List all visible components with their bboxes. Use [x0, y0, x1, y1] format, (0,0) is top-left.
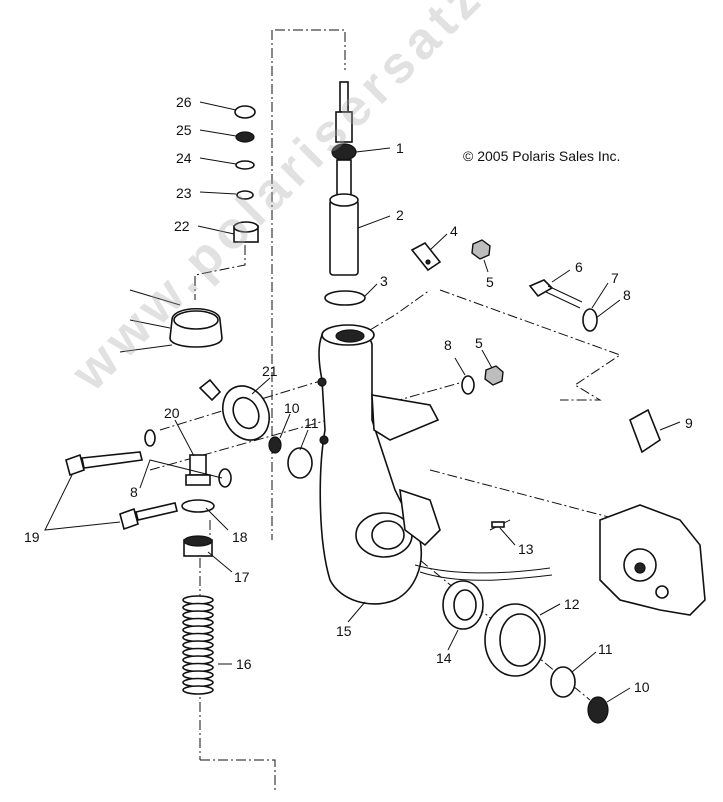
callout-12: 12: [564, 596, 580, 612]
callout-7: 7: [611, 270, 619, 286]
callout-25: 25: [176, 122, 192, 138]
callout-26: 26: [176, 94, 192, 110]
washer-24: [235, 160, 255, 170]
washer-8-right: [218, 468, 232, 488]
nut-lower: [484, 365, 504, 386]
brake-caliper: [599, 504, 706, 616]
callouts: 1 2 3 4 5 5 6 7 8 8 8 9 10 10 11 11 12 1…: [24, 94, 693, 695]
callout-24: 24: [176, 150, 192, 166]
bearing-21-inner: [232, 396, 260, 430]
callout-8-left: 8: [130, 484, 138, 500]
callout-5-lower: 5: [475, 335, 483, 351]
brake-pad: [629, 408, 661, 454]
callout-8-mid: 8: [444, 337, 452, 353]
steering-knuckle: [317, 324, 441, 605]
callout-6: 6: [575, 259, 583, 275]
cap-26: [234, 105, 256, 119]
bearing-cup-inner: [453, 589, 477, 621]
hub-bearing: [484, 603, 546, 677]
sensor-wire: [414, 519, 553, 581]
callout-17: 17: [234, 569, 250, 585]
clip-bracket: [410, 241, 442, 272]
spring-coil: [182, 685, 214, 695]
flange-18: [181, 499, 215, 513]
callout-22: 22: [174, 218, 190, 234]
fitting-20: [185, 454, 211, 486]
nut-25: [235, 131, 255, 143]
axle-nut-left: [268, 436, 282, 454]
callout-10-left: 10: [284, 400, 300, 416]
callout-11-right: 11: [598, 641, 613, 657]
bolt-upper-19: [65, 451, 143, 477]
callout-10-right: 10: [634, 679, 650, 695]
spindle-sleeve: [329, 193, 359, 276]
washer-mid: [461, 375, 475, 395]
callout-15: 15: [336, 623, 352, 639]
washer-23: [236, 190, 254, 200]
caliper-bolt: [528, 279, 598, 332]
callout-20: 20: [164, 405, 180, 421]
callout-21: 21: [262, 363, 278, 379]
callout-4: 4: [450, 223, 458, 239]
steering-stud: [331, 81, 357, 201]
axle-nut-right: [587, 696, 609, 724]
callout-19: 19: [24, 529, 40, 545]
callout-11-left: 11: [304, 415, 319, 431]
copyright-notice: © 2005 Polaris Sales Inc.: [463, 148, 621, 164]
coil-spring: [182, 595, 214, 695]
callout-16: 16: [236, 656, 252, 672]
callout-1: 1: [396, 140, 404, 156]
callout-8-right: 8: [623, 287, 631, 303]
rubber-cup: [119, 289, 223, 353]
o-ring: [324, 290, 366, 306]
bushing-17: [183, 535, 213, 557]
callout-23: 23: [176, 185, 192, 201]
seal-left: [287, 447, 313, 479]
washer-8-left: [144, 429, 156, 447]
callout-14: 14: [436, 650, 452, 666]
seal-right: [550, 666, 576, 698]
nut-upper: [471, 239, 491, 260]
bushing-22: [233, 221, 259, 243]
callout-13: 13: [518, 541, 534, 557]
leader-lines: [44, 101, 681, 703]
callout-9: 9: [685, 415, 693, 431]
callout-2: 2: [396, 207, 404, 223]
callout-5-upper: 5: [486, 274, 494, 290]
bolt-lower-19: [119, 502, 178, 531]
grease-fitting: [198, 378, 222, 402]
callout-3: 3: [380, 273, 388, 289]
callout-18: 18: [232, 529, 248, 545]
